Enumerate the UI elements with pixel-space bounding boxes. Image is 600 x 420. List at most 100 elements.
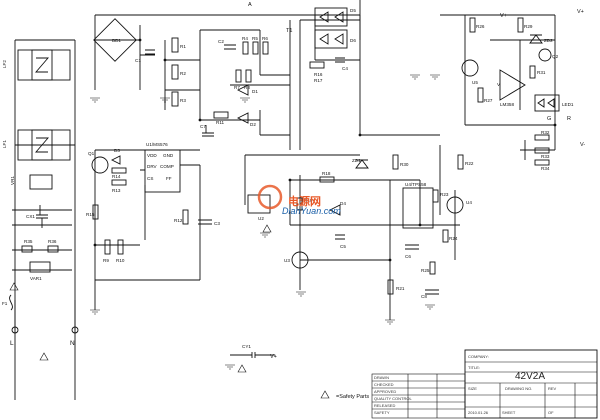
u4-label: U4 — [466, 200, 472, 205]
terminal-l-label: L — [10, 340, 14, 347]
r16-body — [309, 61, 325, 69]
safety-marks: =Safety Parts — [9, 224, 369, 400]
r32-label: R32 — [541, 130, 550, 135]
r9-body — [104, 239, 111, 255]
lf2-box — [17, 49, 71, 81]
zd1-label: ZD1 — [352, 158, 361, 163]
u1-ic — [144, 149, 181, 193]
r31-label: R31 — [537, 70, 546, 75]
tb-row-checked: CHECKED — [374, 382, 394, 387]
r24-label: R24 — [449, 236, 458, 241]
watermark-en: DianYuan.com — [282, 206, 341, 216]
c1-label: C1 — [135, 58, 141, 63]
q1-label: Q1 — [88, 151, 95, 156]
tb-row-drawn: DRAWN — [374, 375, 389, 380]
vplus-label-2: V+ — [577, 9, 584, 15]
r27-body — [477, 87, 484, 103]
r4-label: R4 — [242, 36, 248, 41]
led1-label: LED1 — [562, 102, 574, 107]
r2-label: R2 — [180, 71, 186, 76]
r30-body — [392, 154, 399, 170]
legend-text: =Safety Parts — [336, 394, 369, 400]
component-labels: A LF2 LF1 VR1 CX1 R35 R36 VAR1 F1 L N BD… — [2, 2, 585, 360]
r32-body — [534, 134, 550, 141]
r25-label: R25 — [421, 268, 430, 273]
d5-package — [314, 7, 348, 27]
r21-body — [387, 279, 394, 295]
tb-date: 2010.01.26 — [468, 410, 489, 415]
r16-label: R16 — [314, 72, 323, 77]
zd2-label: ZD2 — [544, 38, 553, 43]
r9-label: R9 — [103, 258, 109, 263]
d5-label: D5 — [350, 8, 356, 13]
tb-company-label: COMPANY: — [468, 354, 489, 359]
r6-label: R6 — [262, 36, 268, 41]
tb-rev: REV — [548, 386, 557, 391]
title-block: COMPANY: TITLE: 42V2A DRAWN CHECKED APPR… — [371, 349, 598, 419]
vminus-label: V- — [580, 142, 585, 148]
r10-label: R10 — [116, 258, 125, 263]
watermark: 电源网 DianYuan.com — [257, 184, 341, 216]
tb-of: OF — [548, 410, 554, 415]
f1-label: F1 — [2, 301, 8, 306]
r6-body — [262, 41, 269, 55]
d1-label: D1 — [252, 89, 258, 94]
q1-transistor — [91, 156, 109, 174]
u1-pin-drv: DRV — [147, 164, 158, 169]
r7-body — [235, 69, 242, 83]
tb-row-quality: QUALITY CONTROL — [374, 396, 412, 401]
r18-label: R18 — [322, 171, 331, 176]
r12-body — [182, 209, 189, 225]
tb-title-value: 42V2A — [515, 371, 545, 382]
ground-symbols — [90, 74, 440, 370]
r26-body — [469, 17, 476, 33]
bd1-bridge — [93, 18, 137, 62]
r33-label: R33 — [541, 154, 550, 159]
c7-label: C7 — [200, 124, 206, 129]
r34-body — [534, 159, 550, 166]
r13-body — [111, 179, 127, 186]
lf2-core — [31, 49, 53, 81]
r22-body — [457, 154, 464, 170]
tb-sheet: SHEET — [502, 410, 516, 415]
vplus-label-3: V+ — [270, 354, 277, 360]
tb-drawing-no: DRAWING NO. — [505, 386, 532, 391]
legend-triangle-icon — [320, 390, 330, 399]
tb-row-released: RELEASED — [374, 403, 395, 408]
r26-label: R26 — [476, 24, 485, 29]
c6-label: C6 — [405, 254, 411, 259]
r1-body — [171, 37, 179, 53]
lm358-opamp — [499, 69, 526, 101]
led-g-label: G — [547, 116, 551, 122]
d6-label: D6 — [350, 38, 356, 43]
cx1-label: CX1 — [26, 214, 35, 219]
terminal-l — [11, 326, 19, 334]
u4-ic-label: U4/TPS58 — [405, 182, 427, 187]
r4-body — [242, 41, 249, 55]
u1-pin-vdd: VDD — [147, 153, 157, 158]
watermark-cn: 电源网 — [288, 194, 321, 208]
r27-label: R27 — [484, 98, 493, 103]
r18-body — [319, 176, 335, 183]
tb-row-safety: SAFETY — [374, 410, 390, 415]
tb-title-label: TITLE: — [468, 365, 480, 370]
u4-ic-body — [402, 187, 434, 229]
lf1-core — [31, 129, 53, 161]
r36-label: R36 — [48, 239, 57, 244]
r2-body — [171, 64, 179, 80]
top-label-a: A — [248, 2, 252, 8]
r7-label: R7 — [234, 85, 240, 90]
terminal-n-label: N — [70, 340, 75, 347]
q2-label: Q2 — [552, 54, 559, 59]
r11-body — [213, 111, 229, 119]
tb-row-approved: APPROVED — [374, 389, 396, 394]
r33-body — [534, 147, 550, 154]
r29-body — [517, 17, 524, 33]
junction-dots — [93, 38, 557, 262]
r8-body — [245, 69, 252, 83]
c8-label: C8 — [421, 294, 427, 299]
u1-pin-comp: COMP — [160, 164, 174, 169]
r12-label: R12 — [174, 218, 183, 223]
r35-label: R35 — [24, 239, 33, 244]
